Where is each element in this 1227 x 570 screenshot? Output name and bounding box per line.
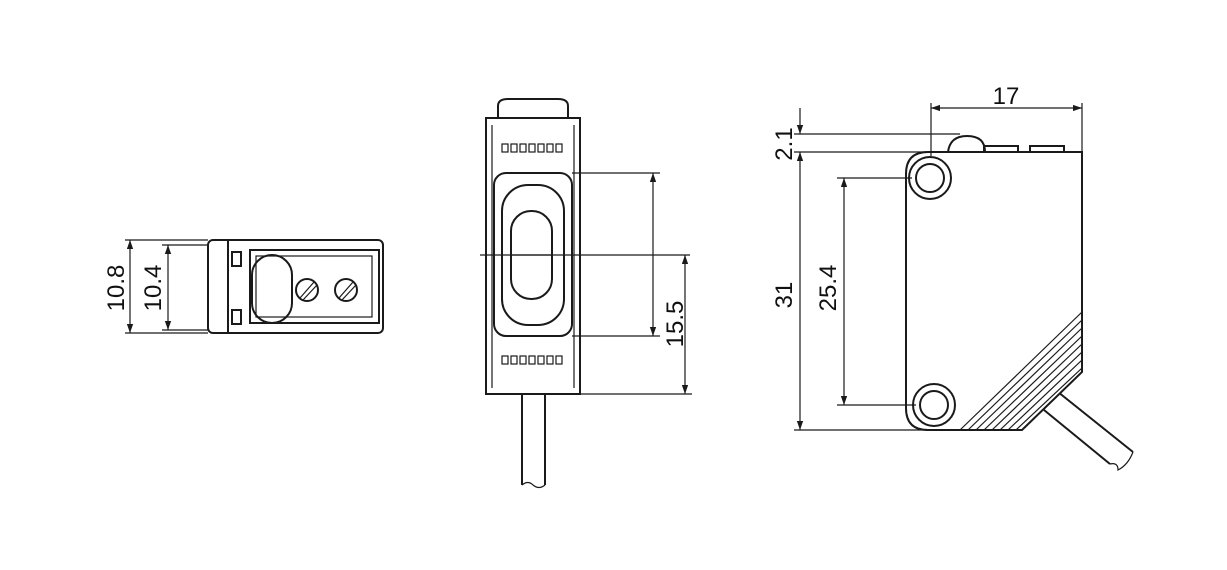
indicator-row-top (501, 143, 563, 153)
dim-hole-spacing-label: 25.4 (815, 265, 842, 312)
middle-front-view: 15.5 (480, 98, 692, 489)
dim-left-inner-label: 10.4 (140, 265, 167, 312)
right-side-view: 17 2.1 31 25.4 (771, 83, 1134, 471)
right-housing (905, 151, 1083, 431)
left-end-view: 10.8 10.4 (103, 239, 384, 334)
middle-housing (485, 117, 581, 395)
left-face-panel (249, 249, 380, 324)
dim-left-outer-label: 10.8 (103, 265, 130, 312)
dim-overall-height-label: 31 (771, 282, 798, 309)
screw-icon (334, 278, 358, 302)
screw-icon (295, 278, 319, 302)
body-hatching (959, 311, 1083, 431)
left-lens-window (251, 254, 293, 324)
dim-window-label: 15.5 (662, 301, 689, 348)
dim-top-offset-label: 2.1 (771, 127, 798, 160)
left-housing (207, 239, 384, 334)
dim-top-width-label: 17 (993, 83, 1020, 110)
indicator-row-bottom (501, 355, 563, 365)
